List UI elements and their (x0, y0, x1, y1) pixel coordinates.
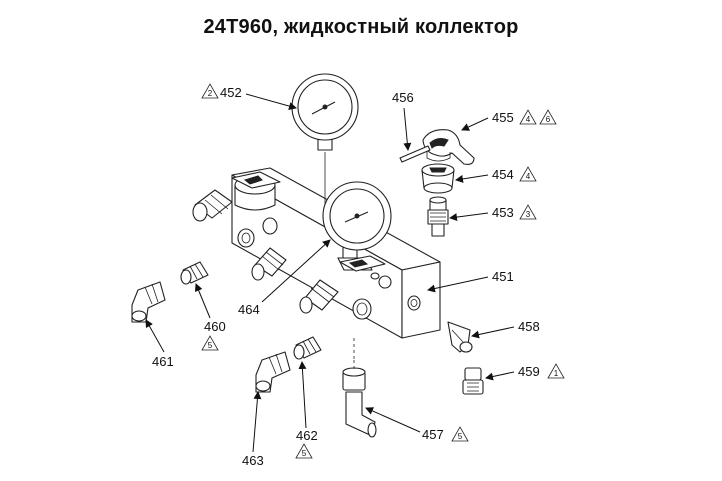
part-number: 464 (238, 302, 260, 317)
warning-number: 4 (526, 172, 531, 181)
knob-454 (421, 163, 455, 194)
warning-number: 3 (526, 210, 531, 219)
valve-cartridge-453 (427, 196, 449, 237)
leader-lines (145, 93, 515, 453)
elbow-fitting-464-lower (299, 279, 339, 314)
leader-454 (455, 174, 489, 183)
warning-number: 2 (208, 89, 213, 98)
callout-462: 462 5 (295, 428, 318, 459)
part-number: 460 (204, 319, 226, 334)
warning-number: 5 (302, 449, 307, 458)
callout-455: 455 4 6 (492, 109, 557, 125)
warning-triangle-icon (201, 83, 219, 99)
callout-451: 451 (492, 269, 514, 284)
part-number: 457 (422, 427, 444, 442)
leader-463 (252, 391, 262, 453)
part-number: 458 (518, 319, 540, 334)
part-number: 459 (518, 364, 540, 379)
callout-464: 464 (238, 302, 260, 317)
warning-triangle-icon (539, 109, 557, 125)
leader-462 (298, 361, 307, 429)
swivel-elbow-457 (342, 338, 377, 438)
warning-number: 5 (458, 432, 463, 441)
leader-456 (403, 107, 412, 151)
callout-452: 2 452 (201, 83, 242, 100)
rear-elbow-fitting (192, 189, 233, 222)
nipple-462 (293, 336, 322, 360)
leader-455 (461, 117, 489, 131)
callout-454: 454 4 (492, 166, 537, 182)
pressure-gauge-back (291, 73, 359, 220)
part-number: 453 (492, 205, 514, 220)
part-number: 462 (296, 428, 318, 443)
callout-459: 459 1 (518, 363, 565, 379)
leader-464 (261, 239, 331, 303)
pin-456 (399, 145, 431, 163)
warning-triangle-icon (295, 443, 313, 459)
leader-452 (245, 93, 297, 110)
warning-triangle-icon (547, 363, 565, 379)
part-number: 451 (492, 269, 514, 284)
callout-453: 453 3 (492, 204, 537, 220)
leader-459 (485, 371, 515, 381)
leader-461 (145, 319, 165, 353)
part-number: 461 (152, 354, 174, 369)
elbow-458 (447, 321, 473, 353)
warning-triangle-icon (519, 204, 537, 220)
part-number: 452 (220, 85, 242, 100)
callout-463: 463 (242, 453, 264, 468)
leader-460 (194, 283, 211, 319)
part-number: 463 (242, 453, 264, 468)
warning-number: 4 (526, 115, 531, 124)
callout-460: 460 5 (201, 319, 226, 351)
diagram-title: 24T960, жидкостный коллектор (203, 16, 519, 38)
callout-458: 458 (518, 319, 540, 334)
leader-457 (365, 407, 421, 433)
valve-assembly-front (339, 255, 386, 272)
leader-458 (471, 326, 515, 339)
warning-number: 1 (554, 369, 559, 378)
elbow-fitting-464-upper (251, 247, 287, 281)
warning-triangle-icon (519, 166, 537, 182)
fitting-459 (462, 367, 484, 395)
leader-451 (427, 276, 489, 293)
part-number: 454 (492, 167, 514, 182)
callout-461: 461 (152, 354, 174, 369)
warning-triangle-icon (519, 109, 537, 125)
warning-number: 5 (208, 341, 213, 350)
part-number: 455 (492, 110, 514, 125)
callout-457: 457 5 (422, 426, 469, 442)
handle-455 (422, 129, 475, 165)
nipple-460 (180, 261, 209, 285)
warning-triangle-icon (201, 335, 219, 351)
elbow-463 (255, 351, 291, 393)
warning-number: 6 (546, 115, 551, 124)
elbow-461 (131, 281, 166, 323)
valve-assembly-rear (231, 171, 281, 211)
part-number: 456 (392, 90, 414, 105)
warning-triangle-icon (451, 426, 469, 442)
leader-453 (449, 212, 489, 222)
callout-456: 456 (392, 90, 414, 105)
